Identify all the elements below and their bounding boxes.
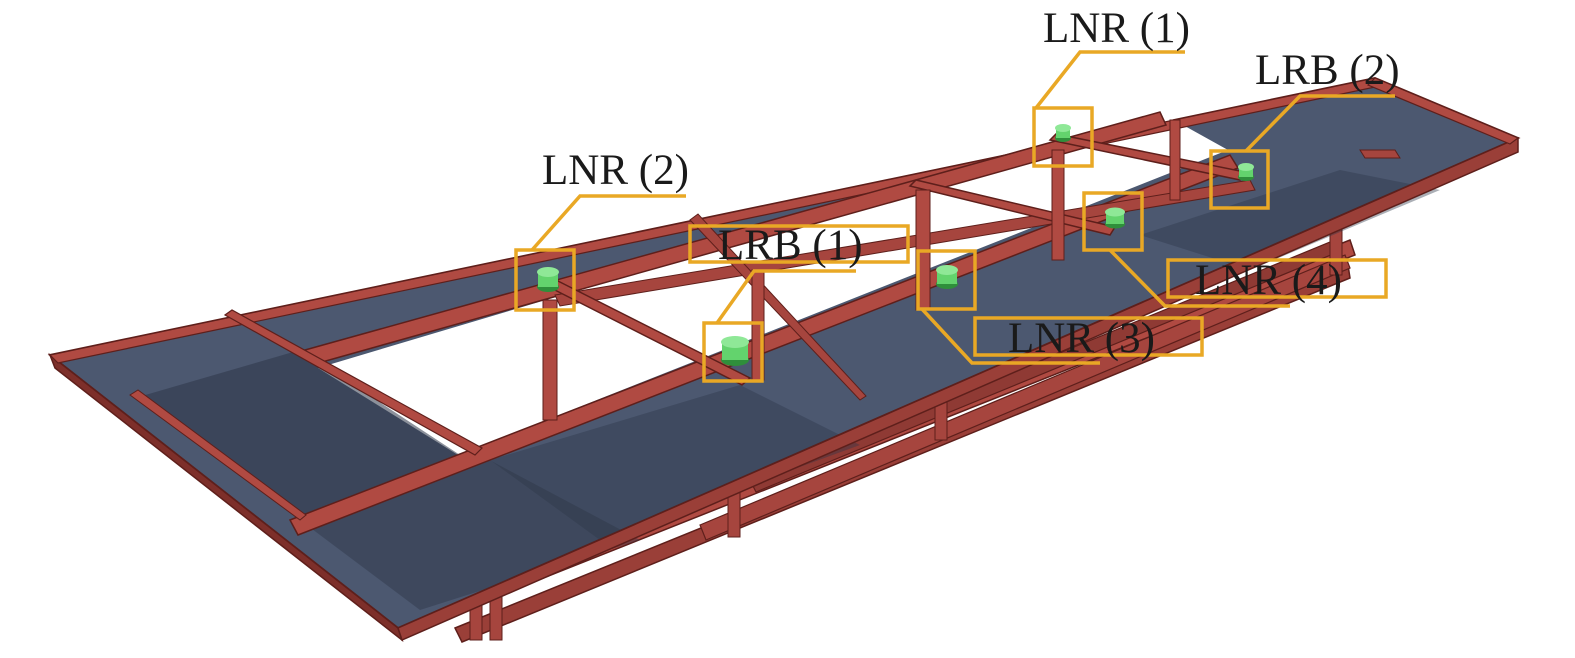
column bbox=[1169, 119, 1181, 201]
leader-lnr-1 bbox=[1034, 50, 1185, 110]
bearing-lrb-1 bbox=[721, 336, 749, 366]
label-lrb-2: LRB (2) bbox=[1255, 47, 1400, 94]
label-frame-lnr-4 bbox=[1166, 258, 1388, 299]
bearing-lnr-3 bbox=[936, 265, 958, 289]
label-lrb-1: LRB (1) bbox=[718, 222, 863, 269]
bearings bbox=[537, 124, 1254, 366]
column bbox=[542, 299, 558, 421]
callout-box-lnr-3 bbox=[916, 249, 977, 311]
label-frame-lrb-1 bbox=[688, 224, 910, 264]
deck-cross-beam bbox=[129, 389, 307, 521]
bearing-lnr-1 bbox=[1055, 124, 1071, 142]
bearing-lnr-4 bbox=[1105, 207, 1125, 229]
callouts bbox=[514, 50, 1395, 383]
deck-panel-shadow bbox=[1140, 170, 1440, 270]
leader-lnr-2 bbox=[530, 194, 686, 252]
leader-lrb-2 bbox=[1244, 94, 1395, 153]
callout-box-lnr-2 bbox=[514, 248, 576, 312]
column bbox=[1051, 149, 1065, 261]
deck-cross-beam bbox=[223, 309, 483, 456]
deck bbox=[47, 76, 1521, 643]
bearing-lrb-2 bbox=[1238, 163, 1254, 181]
label-frame-lnr-3 bbox=[973, 316, 1204, 357]
deck-right-edge bbox=[397, 136, 1519, 642]
callout-box-lnr-1 bbox=[1032, 106, 1094, 168]
deck-panel-shadow bbox=[490, 385, 860, 540]
deck-cross-beam bbox=[1359, 149, 1401, 159]
deck-panels bbox=[47, 76, 1521, 630]
label-lnr-2: LNR (2) bbox=[542, 147, 689, 194]
callout-box-lnr-4 bbox=[1082, 191, 1144, 252]
leader-lnr-3 bbox=[920, 307, 1100, 365]
bearing-lnr-2 bbox=[537, 267, 559, 292]
deck-main-beam-mid bbox=[554, 179, 1256, 307]
labels: LNR (1) LRB (2) LNR (2) LRB (1) LNR (4) … bbox=[542, 5, 1400, 362]
label-lnr-4: LNR (4) bbox=[1195, 257, 1342, 304]
leader-lrb-1 bbox=[715, 269, 856, 325]
deck-right-beam bbox=[1366, 77, 1520, 145]
lower-frame-mid-beam bbox=[699, 254, 1351, 541]
leader-lnr-4 bbox=[1108, 248, 1290, 308]
callout-box-lrb-1 bbox=[702, 321, 764, 383]
label-lnr-1: LNR (1) bbox=[1043, 5, 1190, 52]
deck-panel-shadow bbox=[135, 350, 460, 520]
callout-box-lrb-2 bbox=[1209, 149, 1270, 210]
label-lnr-3: LNR (3) bbox=[1008, 315, 1155, 362]
